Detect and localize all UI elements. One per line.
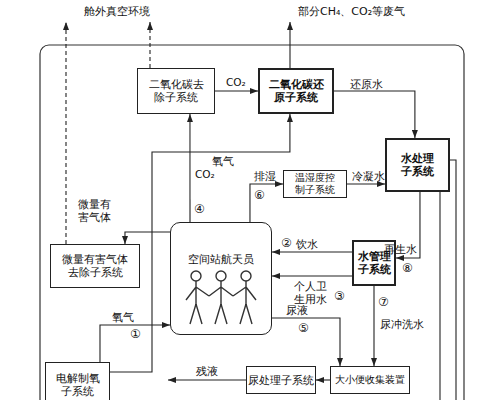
node-text: 微量有害气体去除子系统 bbox=[61, 253, 129, 279]
process-box: 温湿度控制子系统 bbox=[283, 170, 347, 198]
flow-label: 尿冲洗水 bbox=[380, 318, 424, 331]
flow-label: 氧气 bbox=[112, 311, 134, 324]
figure-body bbox=[186, 281, 209, 324]
flow-arrow bbox=[272, 275, 352, 276]
figure-head bbox=[216, 271, 226, 281]
flow-arrow bbox=[189, 114, 190, 222]
note-label: 舱外真空环境 bbox=[84, 5, 150, 18]
flow-label: 微量有害气体 bbox=[78, 198, 114, 223]
process-box: 电解制氧子系统 bbox=[45, 362, 110, 400]
note-label: 残液 bbox=[196, 365, 218, 378]
callout-number: ① bbox=[130, 327, 141, 341]
flow-arrow bbox=[272, 318, 340, 366]
process-box: 二氧化碳去除子系统 bbox=[137, 68, 215, 114]
water-line bbox=[450, 160, 456, 400]
cabin-boundary bbox=[40, 45, 464, 400]
flow-label: CO₂ bbox=[195, 168, 215, 181]
node-text: 水处理子系统 bbox=[400, 152, 436, 178]
flow-arrow bbox=[373, 286, 374, 366]
callout-number: ③ bbox=[334, 289, 345, 303]
callout-number: ⑥ bbox=[254, 188, 265, 202]
flow-label: 再生水 bbox=[384, 243, 417, 256]
flow-arrow bbox=[334, 91, 415, 138]
callout-number: ⑧ bbox=[402, 261, 413, 275]
residue-arrow bbox=[168, 379, 246, 380]
process-box: 水处理子系统 bbox=[385, 138, 450, 192]
vent-arrow bbox=[149, 22, 150, 68]
callout-number: ④ bbox=[194, 202, 205, 216]
flow-arrow bbox=[125, 232, 170, 244]
flow-label: 个人卫生用水 bbox=[294, 280, 330, 305]
callout-number: ② bbox=[281, 236, 292, 250]
node-text: 温湿度控制子系统 bbox=[294, 172, 336, 196]
node-text: 大小便收集装置 bbox=[335, 374, 405, 386]
flow-arrow bbox=[110, 114, 290, 372]
figure-body bbox=[233, 281, 256, 324]
flow-label: 排湿 bbox=[254, 170, 276, 183]
process-box: 二氧化碳还原子系统 bbox=[258, 68, 334, 114]
flow-label: 尿液 bbox=[286, 304, 308, 317]
flow-arrow bbox=[272, 251, 352, 252]
flow-arrow bbox=[250, 184, 283, 222]
exhaust-arrow bbox=[289, 22, 290, 68]
note-label: 部分CH₄、CO₂等废气 bbox=[298, 5, 405, 18]
flow-label: 氧气 bbox=[212, 155, 234, 168]
crew-box: 空间站航天员 bbox=[170, 222, 272, 335]
crew-figures bbox=[186, 271, 256, 324]
process-box: 微量有害气体去除子系统 bbox=[50, 244, 140, 288]
callout-number: ⑤ bbox=[298, 321, 309, 335]
flow-arrow bbox=[316, 379, 330, 380]
figure-head bbox=[241, 271, 251, 281]
process-box: 尿处理子系统 bbox=[246, 366, 316, 394]
water-line bbox=[439, 192, 440, 400]
callout-number: ⑦ bbox=[378, 295, 389, 309]
node-text: 电解制氧子系统 bbox=[55, 372, 101, 398]
figure-head bbox=[191, 271, 201, 281]
flow-arrow bbox=[347, 183, 385, 184]
figure-body bbox=[209, 281, 233, 324]
node-text: 二氧化碳去除子系统 bbox=[148, 78, 204, 104]
process-box: 大小便收集装置 bbox=[330, 366, 410, 394]
node-text: 空间站航天员 bbox=[188, 253, 254, 266]
flow-arrow bbox=[215, 90, 258, 91]
node-text: 尿处理子系统 bbox=[248, 374, 314, 387]
flow-label: 饮水 bbox=[296, 238, 318, 251]
flow-label: 还原水 bbox=[350, 78, 383, 91]
vent-arrow bbox=[65, 22, 66, 244]
flow-label: 冷凝水 bbox=[352, 170, 385, 183]
node-text: 二氧化碳还原子系统 bbox=[268, 78, 324, 104]
flow-arrow bbox=[100, 325, 170, 362]
flow-label: CO₂ bbox=[226, 76, 246, 89]
